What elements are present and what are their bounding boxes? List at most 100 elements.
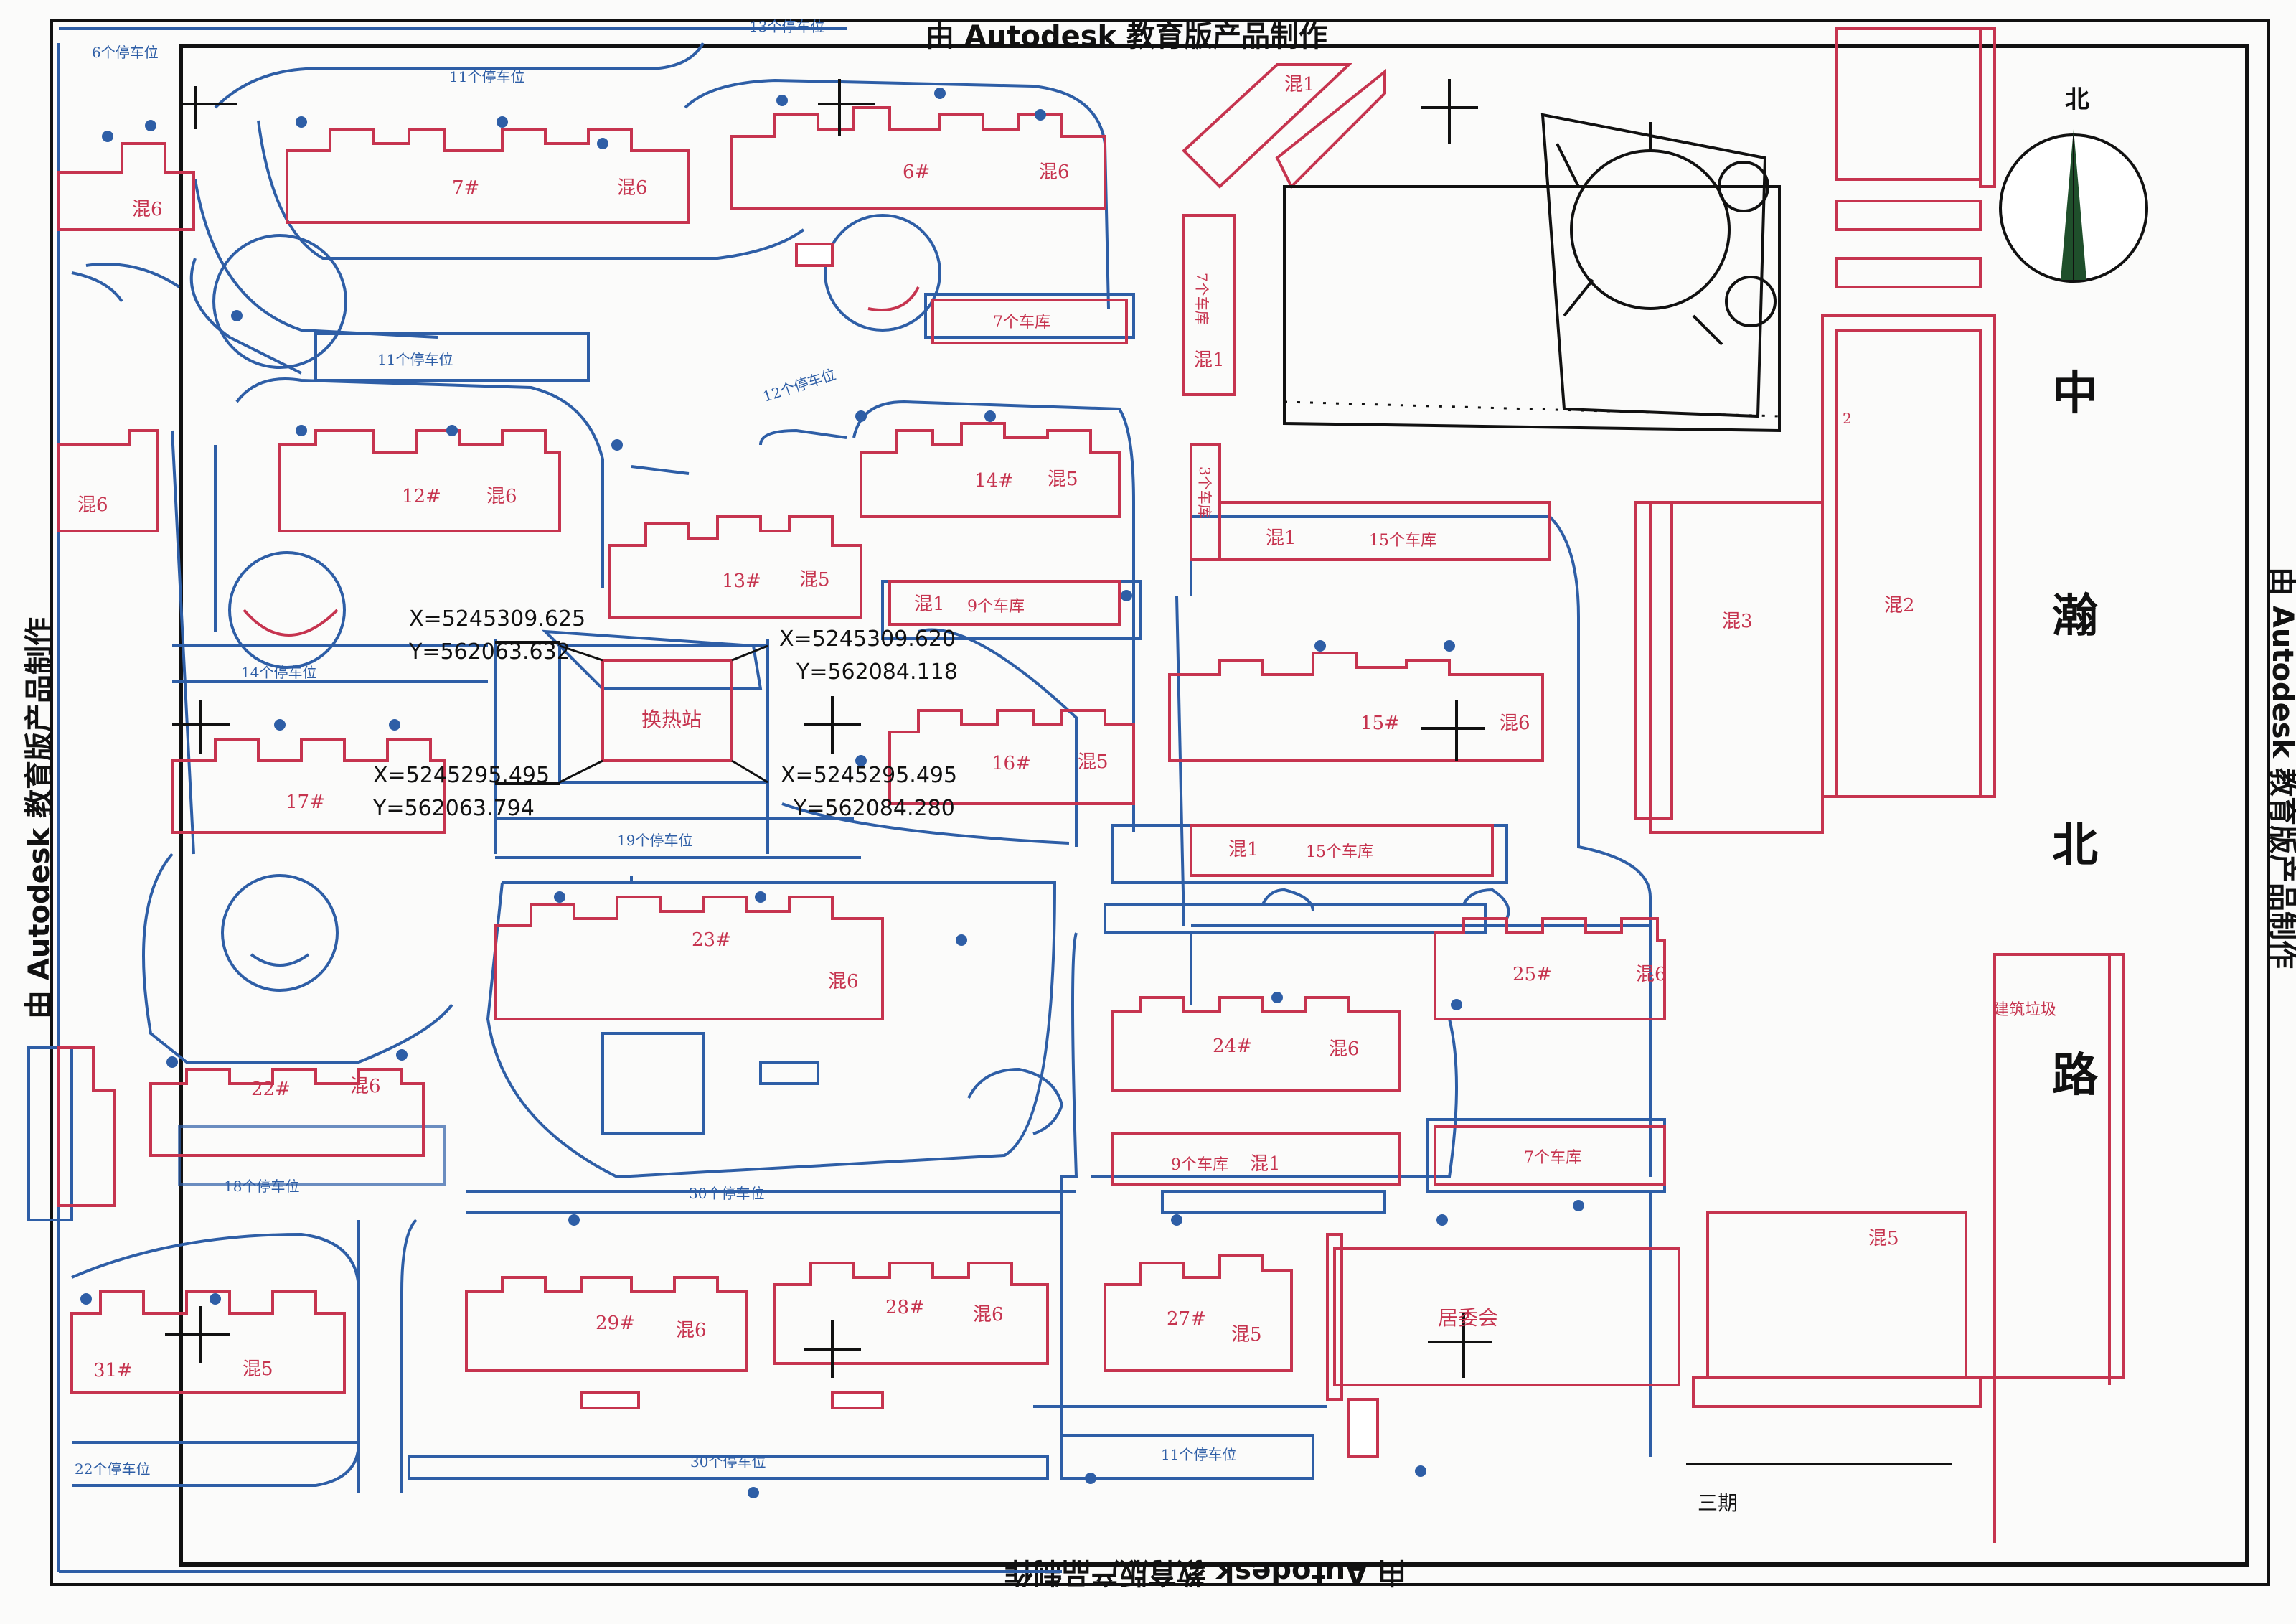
- north-label: 北: [2065, 85, 2089, 114]
- outer-labels: 混6 混6 混1 混1 混3 混2 混5 混1 混1 混1 混1: [77, 74, 1915, 1249]
- building-15-type: 混6: [1500, 713, 1530, 734]
- garage-label-2: 9个车库: [967, 598, 1025, 616]
- viewport-frame: [179, 44, 2249, 1567]
- road-char-3: 北: [2052, 820, 2098, 873]
- outer-label-4: 混1: [1194, 349, 1225, 371]
- watermark-left: 由 Autodesk 教育版产品制作: [23, 617, 56, 1019]
- building-17-number: 17#: [286, 792, 325, 813]
- parking-label-4: 11个停车位: [377, 351, 453, 368]
- building-15-number: 15#: [1360, 713, 1400, 734]
- building-6-number: 6#: [903, 161, 930, 183]
- garage-label-1: 7个车库: [993, 314, 1050, 332]
- parking-label-7: 19个停车位: [617, 832, 692, 849]
- outer-label-10: 混1: [1228, 839, 1259, 860]
- side-label-2: 2: [1843, 410, 1852, 427]
- outer-label-6: 混2: [1884, 595, 1915, 616]
- building-31-number: 31#: [93, 1360, 133, 1381]
- outer-label-2: 混6: [77, 494, 108, 516]
- outer-label-11: 混1: [1250, 1153, 1281, 1175]
- parking-labels: 6个停车位 13个停车位 11个停车位 11个停车位 12个停车位 14个停车位…: [75, 18, 1236, 1478]
- park: [1283, 113, 1781, 433]
- commercial-strip: [1326, 27, 2125, 1543]
- building-16-number: 16#: [992, 753, 1031, 774]
- parking-label-6: 14个停车位: [241, 664, 316, 681]
- north-arrow: [1999, 129, 2148, 283]
- building-22-type: 混6: [350, 1076, 381, 1097]
- building-22-number: 22#: [251, 1079, 291, 1100]
- building-7-number: 7#: [452, 177, 479, 199]
- parking-label-12: 11个停车位: [1161, 1446, 1236, 1463]
- road-char-1: 中: [2052, 367, 2098, 421]
- building-28-number: 28#: [885, 1297, 925, 1318]
- building-24-type: 混6: [1329, 1038, 1360, 1060]
- road-network: [27, 27, 1666, 1573]
- garages: [580, 63, 1666, 1458]
- building-14-type: 混5: [1048, 469, 1078, 490]
- building-25-number: 25#: [1512, 964, 1552, 985]
- building-28-type: 混6: [973, 1304, 1004, 1325]
- survey-marks: [165, 79, 1952, 1465]
- building-24-number: 24#: [1213, 1036, 1252, 1057]
- coord-3-x: X=5245295.495: [373, 763, 550, 788]
- outer-label-9: 混1: [914, 593, 945, 615]
- garage-label-3: 15个车库: [1369, 532, 1436, 550]
- parking-label-9: 30个停车位: [689, 1185, 764, 1202]
- building-29-number: 29#: [596, 1313, 635, 1334]
- coord-1-y: Y=562063.632: [408, 639, 570, 665]
- coord-2-y: Y=562084.118: [796, 660, 958, 685]
- side-label-garage-3: 3个车库: [1196, 466, 1213, 519]
- road-char-4: 路: [2052, 1049, 2099, 1102]
- parking-label-11: 22个停车位: [75, 1460, 150, 1478]
- coord-3-y: Y=562063.794: [372, 796, 535, 821]
- parking-label-8: 18个停车位: [224, 1178, 299, 1195]
- phase-label: 三期: [1698, 1491, 1738, 1515]
- coord-4-y: Y=562084.280: [793, 796, 955, 821]
- outer-label-3: 混1: [1284, 74, 1315, 95]
- building-labels: 7# 混6 6# 混6 12# 混6 13# 混5 14# 混5 15# 混6 …: [93, 161, 1667, 1381]
- building-29-type: 混6: [676, 1320, 707, 1341]
- watermark-bottom: 由 Autodesk 教育版产品制作: [1004, 1556, 1406, 1589]
- road-name: 中 瀚 北 路: [2052, 367, 2099, 1102]
- building-12-number: 12#: [402, 486, 441, 507]
- garage-labels: 7个车库 9个车库 15个车库 15个车库 9个车库 7个车库: [967, 314, 1581, 1174]
- heat-station-label: 换热站: [641, 708, 702, 731]
- garage-label-6: 7个车库: [1524, 1149, 1581, 1167]
- community-office-label: 居委会: [1438, 1306, 1498, 1330]
- side-label-garage-7: 7个车库: [1193, 273, 1210, 325]
- building-13-number: 13#: [722, 571, 761, 592]
- parking-label-2: 13个停车位: [749, 18, 824, 35]
- building-27-number: 27#: [1167, 1308, 1206, 1330]
- coord-1-x: X=5245309.625: [409, 606, 585, 632]
- sheet-border: [50, 19, 2270, 1586]
- heat-station-block: [558, 644, 769, 784]
- outer-label-1: 混6: [132, 199, 163, 220]
- outer-label-5: 混3: [1722, 611, 1753, 632]
- building-6-type: 混6: [1039, 161, 1070, 183]
- parking-label-5: 12个停车位: [761, 365, 838, 405]
- residential-blocks: [57, 106, 1666, 1394]
- parking-label-3: 11个停车位: [449, 68, 524, 85]
- building-16-type: 混5: [1078, 751, 1109, 773]
- garage-label-5: 9个车库: [1171, 1156, 1228, 1174]
- watermark-top: 由 Autodesk 教育版产品制作: [926, 20, 1327, 53]
- outer-label-8: 混1: [1266, 527, 1297, 549]
- outer-label-7: 混5: [1868, 1228, 1899, 1249]
- coord-4-x: X=5245295.495: [781, 763, 957, 788]
- road-char-2: 瀚: [2052, 590, 2098, 643]
- garage-label-4: 15个车库: [1306, 843, 1373, 861]
- roundabouts: [212, 214, 941, 992]
- building-7-type: 混6: [617, 177, 648, 199]
- watermark-right: 由 Autodesk 教育版产品制作: [2266, 567, 2296, 969]
- building-14-number: 14#: [974, 470, 1014, 492]
- building-23-number: 23#: [692, 929, 731, 951]
- building-25-type: 混6: [1636, 964, 1667, 985]
- parking-label-1: 6个停车位: [92, 44, 159, 61]
- building-12-type: 混6: [486, 486, 517, 507]
- collection-point-label: 建筑垃圾: [1993, 1001, 2056, 1019]
- coord-2-x: X=5245309.620: [779, 626, 956, 652]
- tree-markers: [80, 88, 1584, 1498]
- building-27-type: 混5: [1231, 1324, 1262, 1346]
- building-31-type: 混5: [243, 1358, 273, 1380]
